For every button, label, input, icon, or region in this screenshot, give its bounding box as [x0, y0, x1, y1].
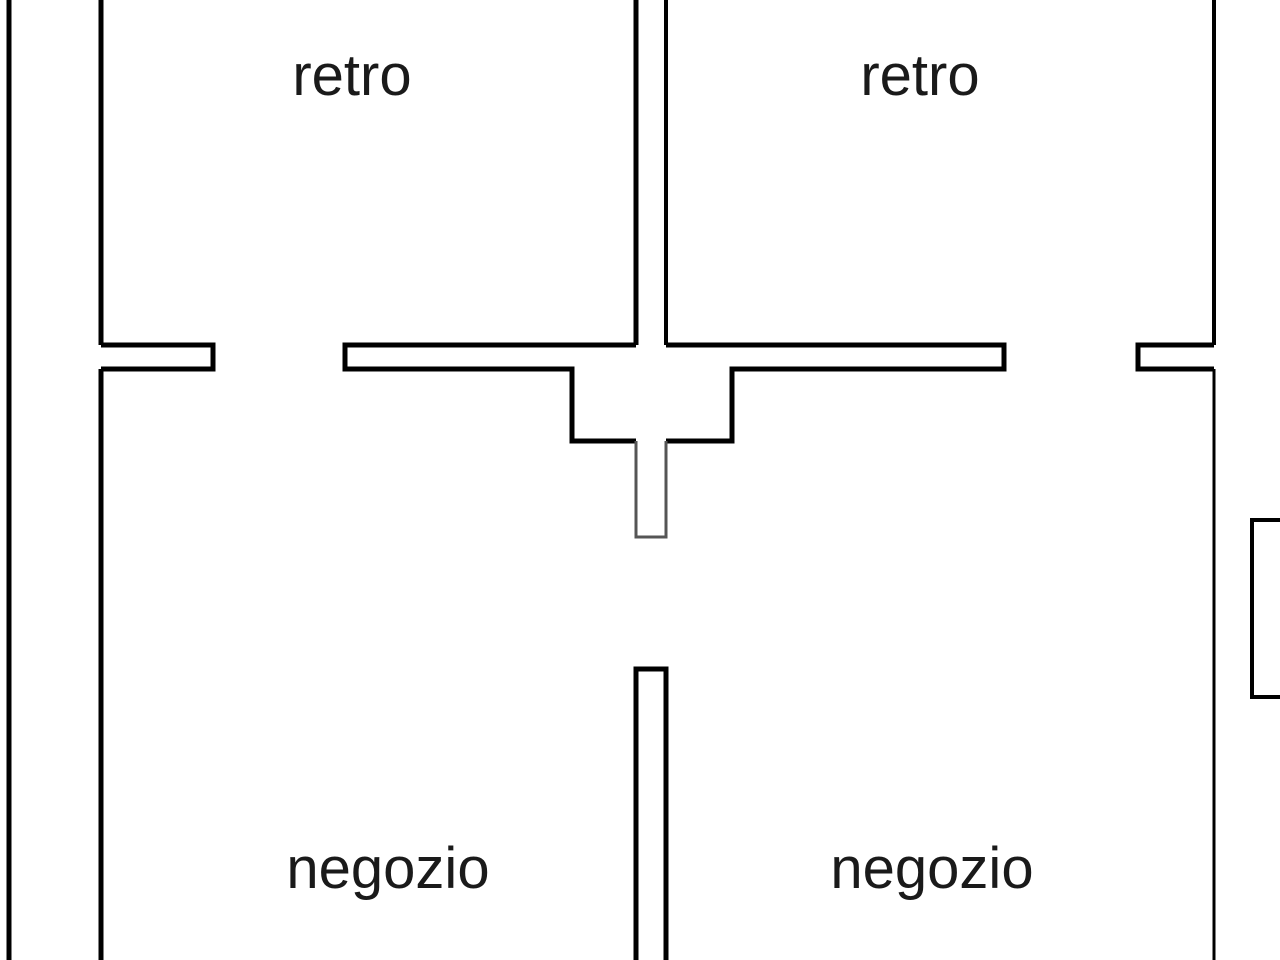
central-column-stub	[634, 441, 668, 539]
partition-stub-left	[101, 342, 216, 372]
room-label-retro-right: retro	[860, 43, 979, 108]
central-wall-bottom	[633, 666, 669, 960]
room-label-retro-left: retro	[292, 43, 411, 108]
partition-center-right	[666, 342, 1007, 444]
room-label-negozio-right: negozio	[830, 836, 1033, 901]
partition-stub-right	[1135, 342, 1214, 372]
partition-center-left	[342, 342, 636, 444]
room-label-negozio-left: negozio	[286, 836, 489, 901]
right-edge-bracket	[1250, 518, 1280, 699]
